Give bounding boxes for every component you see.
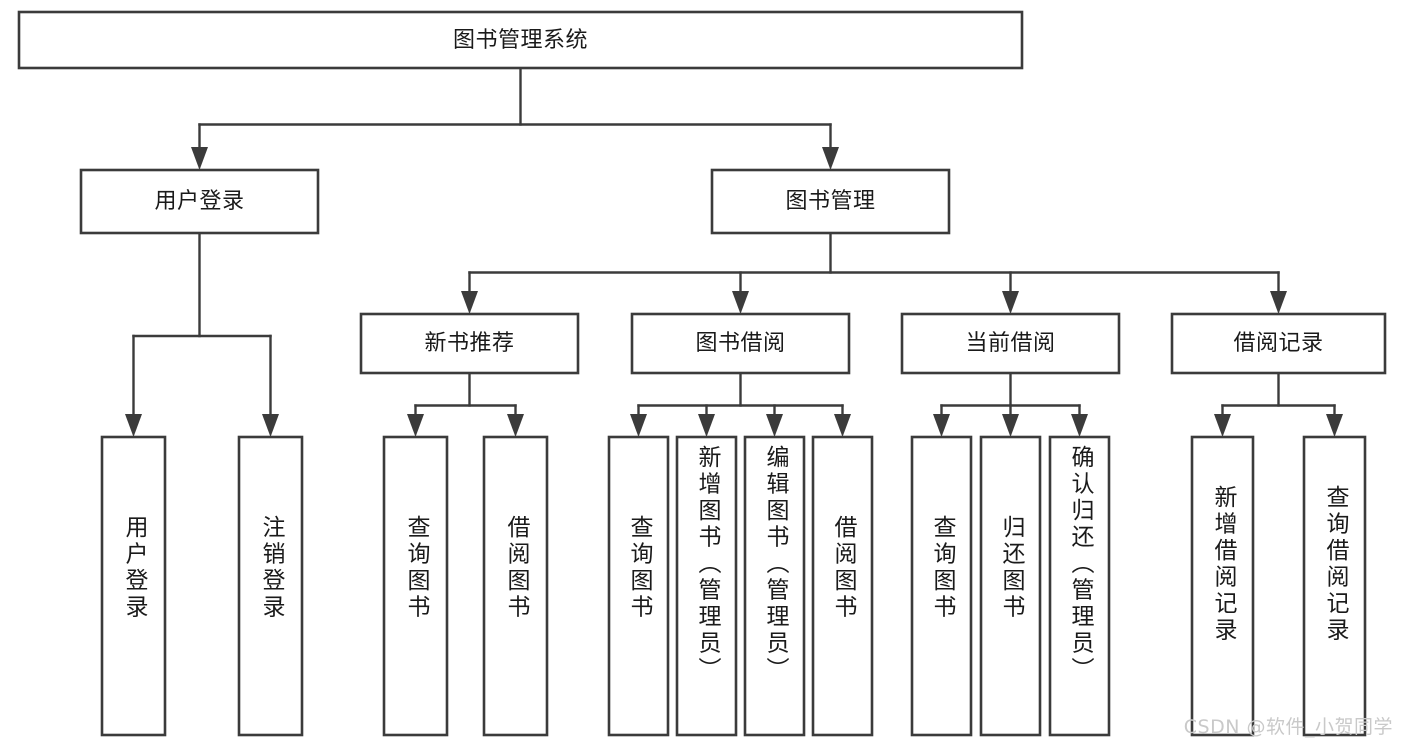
connectors-current-borrow-to-leaves: [933, 371, 1088, 437]
leaf-boxes-user-login: [100, 435, 304, 737]
arrow-leaf-borrow-record-0: [1214, 414, 1231, 437]
leaf-box-borrow-record-1[interactable]: [1302, 435, 1367, 737]
arrow-leaf-book-borrow-0: [630, 414, 647, 437]
node-user-login[interactable]: 用户登录: [79, 168, 320, 235]
node-root[interactable]: 图书管理系统: [17, 10, 1024, 70]
arrow-level3-2: [1002, 291, 1019, 314]
leaf-boxes-new-book-recommend: [382, 435, 549, 737]
leaf-box-book-borrow-0[interactable]: [607, 435, 670, 737]
leaf-box-current-borrow-0[interactable]: [910, 435, 973, 737]
leaf-box-book-borrow-1[interactable]: [675, 435, 738, 737]
leaf-box-current-borrow-2[interactable]: [1048, 435, 1111, 737]
leaf-box-new-book-0[interactable]: [382, 435, 449, 737]
arrow-user-login: [191, 147, 208, 170]
connectors-user-login-to-leaves: [125, 231, 279, 437]
node-root-label: 图书管理系统: [453, 28, 588, 53]
arrow-leaf-user-login-0: [125, 414, 142, 437]
node-borrow-record-box[interactable]: [1170, 312, 1387, 375]
node-book-manage-label: 图书管理: [785, 189, 875, 214]
leaf-box-book-borrow-2[interactable]: [743, 435, 806, 737]
arrow-level3-3: [1270, 291, 1287, 314]
node-borrow-record[interactable]: 借阅记录: [1170, 312, 1387, 375]
connectors-borrow-record-to-leaves: [1214, 371, 1343, 437]
arrow-level3-1: [732, 291, 749, 314]
connectors-root-to-level2: [191, 66, 839, 170]
connectors-new-book-to-leaves: [407, 371, 524, 437]
node-user-login-label: 用户登录: [154, 189, 244, 214]
leaf-boxes-borrow-record: [1190, 435, 1367, 737]
node-new-book-recommend-box[interactable]: [359, 312, 580, 375]
watermark-text: CSDN @软件_小贺同学: [1183, 716, 1393, 738]
arrow-book-manage: [822, 147, 839, 170]
leaf-boxes-book-borrow: [607, 435, 874, 737]
leaf-box-borrow-record-0[interactable]: [1190, 435, 1255, 737]
node-new-book-recommend-label: 新书推荐: [424, 331, 514, 356]
arrow-leaf-book-borrow-3: [834, 414, 851, 437]
node-borrow-record-label: 借阅记录: [1233, 331, 1323, 356]
arrow-leaf-book-borrow-2: [766, 414, 783, 437]
connectors-book-borrow-to-leaves: [630, 371, 851, 437]
arrow-leaf-new-book-1: [507, 414, 524, 437]
arrow-leaf-current-borrow-2: [1071, 414, 1088, 437]
node-current-borrow[interactable]: 当前借阅: [900, 312, 1121, 375]
node-book-borrow[interactable]: 图书借阅: [630, 312, 851, 375]
node-book-manage[interactable]: 图书管理: [710, 168, 951, 235]
arrow-level3-0: [461, 291, 478, 314]
leaf-box-new-book-1[interactable]: [482, 435, 549, 737]
node-new-book-recommend[interactable]: 新书推荐: [359, 312, 580, 375]
node-book-borrow-box[interactable]: [630, 312, 851, 375]
node-book-borrow-label: 图书借阅: [695, 331, 785, 356]
node-book-manage-box[interactable]: [710, 168, 951, 235]
node-current-borrow-box[interactable]: [900, 312, 1121, 375]
arrow-leaf-book-borrow-1: [698, 414, 715, 437]
leaf-boxes-current-borrow: [910, 435, 1111, 737]
arrow-leaf-borrow-record-1: [1326, 414, 1343, 437]
node-user-login-box[interactable]: [79, 168, 320, 235]
arrow-leaf-current-borrow-1: [1002, 414, 1019, 437]
connectors-book-manage-to-level3: [461, 231, 1287, 314]
leaf-box-current-borrow-1[interactable]: [979, 435, 1042, 737]
arrow-leaf-current-borrow-0: [933, 414, 950, 437]
arrow-leaf-user-login-1: [262, 414, 279, 437]
node-root-box[interactable]: [17, 10, 1024, 70]
leaf-box-user-login-1[interactable]: [237, 435, 304, 737]
leaf-box-book-borrow-3[interactable]: [811, 435, 874, 737]
arrow-leaf-new-book-0: [407, 414, 424, 437]
node-current-borrow-label: 当前借阅: [965, 331, 1055, 356]
leaf-box-user-login-0[interactable]: [100, 435, 167, 737]
